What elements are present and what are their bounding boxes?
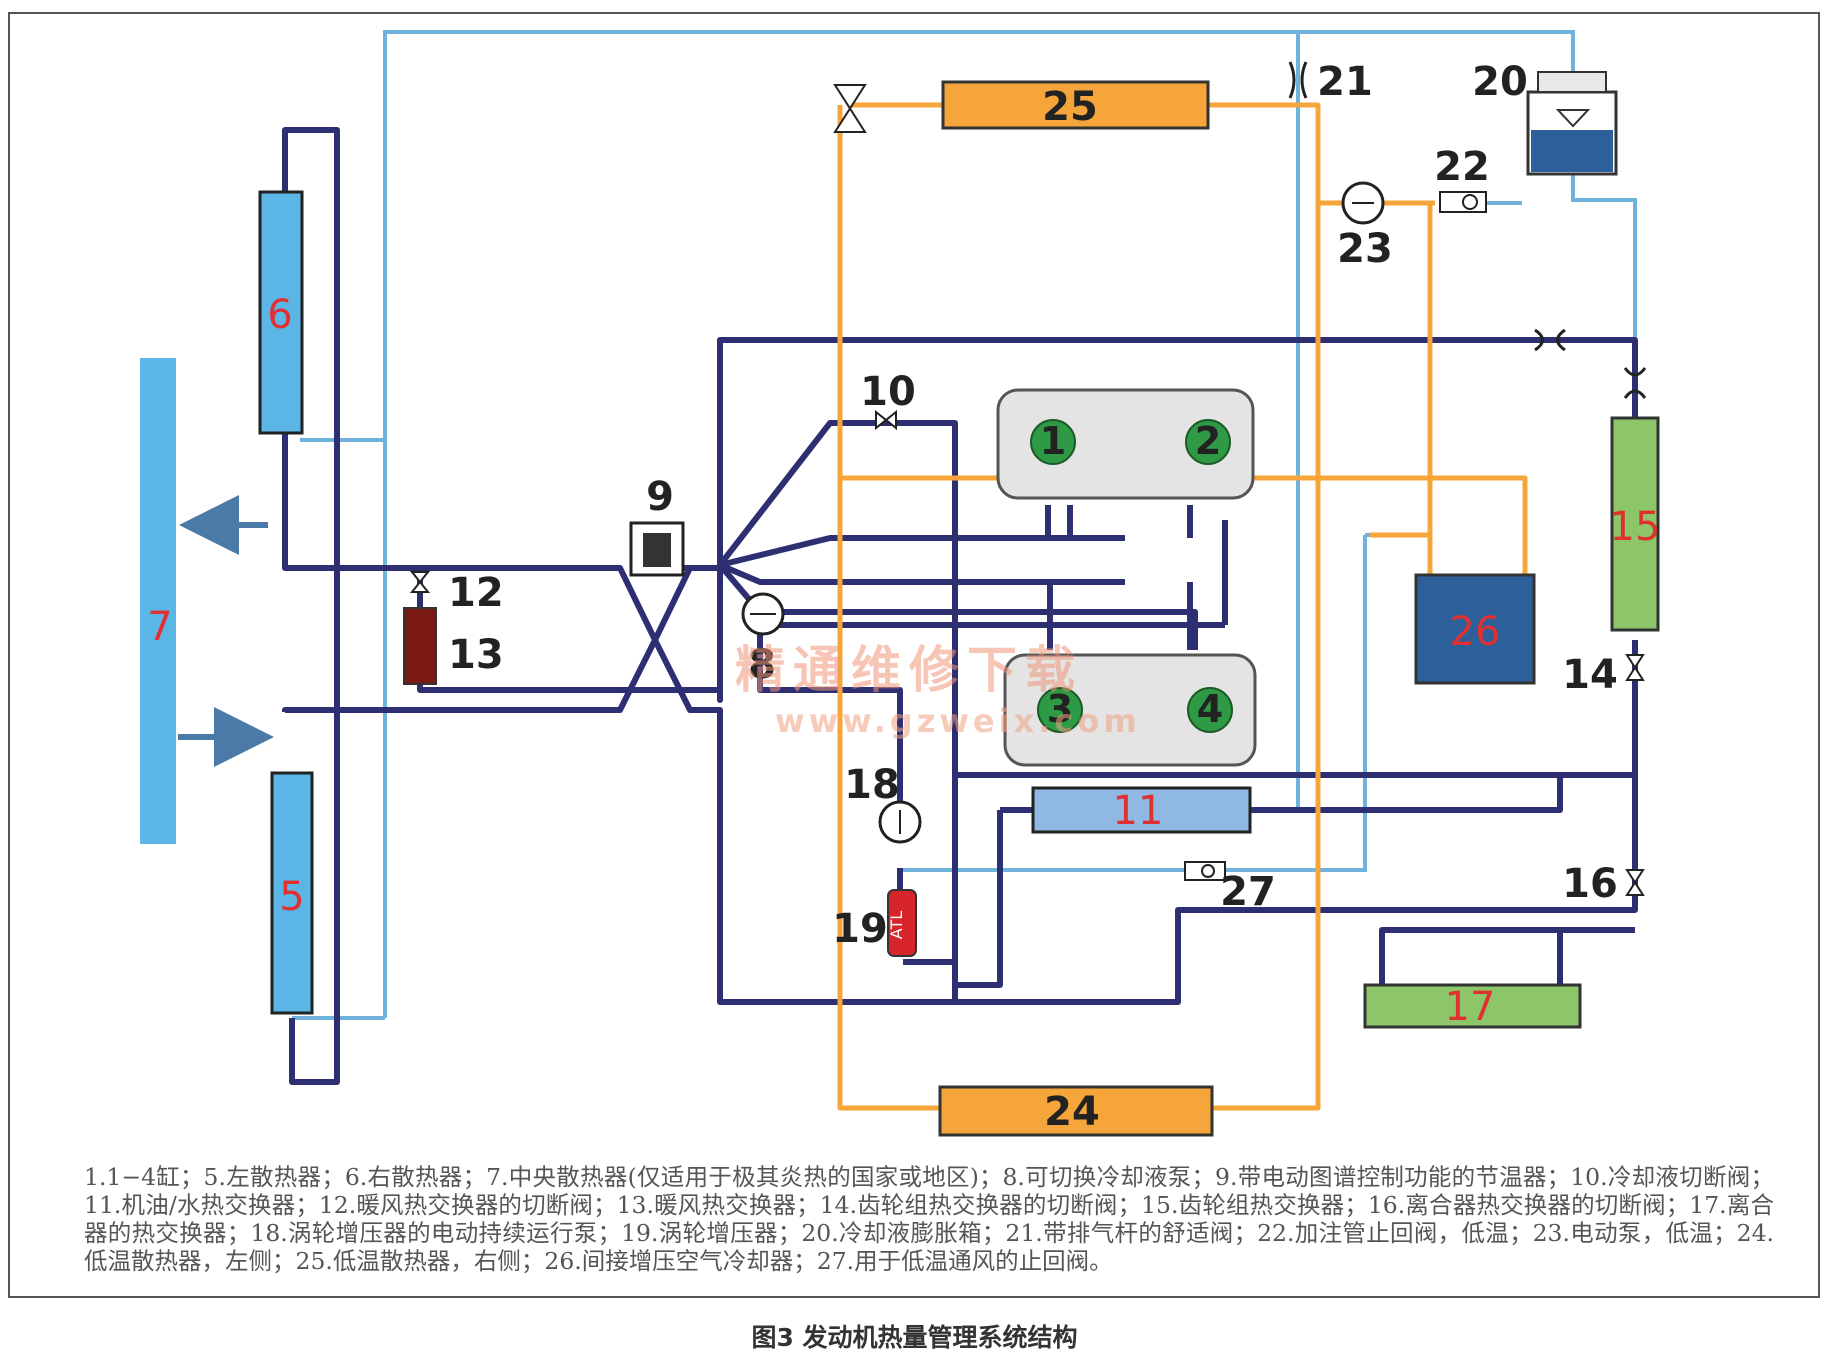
label-14: 14	[1562, 652, 1618, 698]
heater-shutoff-valve-12	[409, 571, 431, 593]
label-18: 18	[844, 762, 900, 808]
label-20: 20	[1472, 59, 1528, 105]
label-11: 11	[1113, 788, 1164, 834]
label-24: 24	[1044, 1089, 1100, 1135]
label-4: 4	[1197, 687, 1223, 731]
label-16: 16	[1562, 861, 1618, 907]
cylinder-1	[1030, 419, 1076, 465]
vent-lines	[292, 30, 1637, 1020]
gearbox-shutoff-valve-14	[1625, 654, 1645, 681]
engine-bank-upper	[996, 388, 1255, 500]
expansion-tank-20	[1526, 71, 1618, 176]
label-9: 9	[646, 474, 674, 520]
atl-label: ATL	[887, 911, 906, 939]
label-22: 22	[1434, 144, 1490, 190]
low-temp-valve-icon	[833, 84, 867, 133]
engine-bank-lower	[1003, 653, 1257, 767]
cylinder-2	[1185, 419, 1231, 465]
label-13: 13	[448, 632, 504, 678]
label-6: 6	[267, 292, 292, 338]
turbocharger-19	[887, 889, 917, 957]
label-2: 2	[1195, 419, 1221, 463]
low-temp-radiator-left-24	[938, 1085, 1214, 1137]
label-17: 17	[1445, 984, 1496, 1030]
label-23: 23	[1337, 226, 1393, 272]
comfort-valve-21	[1288, 61, 1308, 99]
gearbox-exchanger-15	[1610, 416, 1660, 632]
label-1: 1	[1040, 419, 1066, 463]
left-radiator-5	[270, 771, 314, 1015]
cylinder-3	[1037, 687, 1083, 733]
label-12: 12	[448, 570, 504, 616]
label-5: 5	[279, 874, 304, 920]
low-temp-radiator-right-25	[941, 80, 1210, 130]
label-26: 26	[1450, 609, 1501, 655]
right-radiator-6	[258, 190, 304, 435]
label-7: 7	[147, 604, 172, 650]
restrictor-2-icon	[1623, 367, 1647, 399]
clutch-exchanger-17	[1363, 983, 1582, 1029]
oil-water-exchanger-11	[1031, 786, 1252, 834]
label-25: 25	[1042, 84, 1098, 130]
filler-check-valve-22	[1439, 191, 1487, 213]
heater-exchanger-13	[403, 607, 437, 685]
indirect-charge-air-cooler-26	[1414, 573, 1536, 685]
thermal-system-diagram: 7 6 5 12 13 9 8 10 1 2 3 4 11 18 ATL 19	[140, 30, 1661, 1137]
coolant-shutoff-valve-10	[875, 409, 897, 431]
thermostat-core	[643, 533, 671, 567]
label-21: 21	[1317, 59, 1373, 105]
label-3: 3	[1047, 687, 1073, 731]
label-15: 15	[1610, 504, 1661, 550]
restrictor-icon	[1534, 328, 1566, 352]
label-10: 10	[860, 369, 916, 415]
low-temp-vent-check-valve-27	[1184, 861, 1226, 881]
label-8: 8	[748, 642, 776, 688]
figure-caption: 图3 发动机热量管理系统结构	[751, 1323, 1078, 1352]
label-19: 19	[832, 906, 888, 952]
cylinder-4	[1187, 687, 1233, 733]
central-radiator-7	[140, 358, 176, 844]
legend-text: 1.1−4缸；5.左散热器；6.右散热器；7.中央散热器(仅适用于极其炎热的国家…	[84, 1163, 1774, 1275]
clutch-shutoff-valve-16	[1625, 869, 1645, 896]
label-27: 27	[1220, 869, 1276, 915]
